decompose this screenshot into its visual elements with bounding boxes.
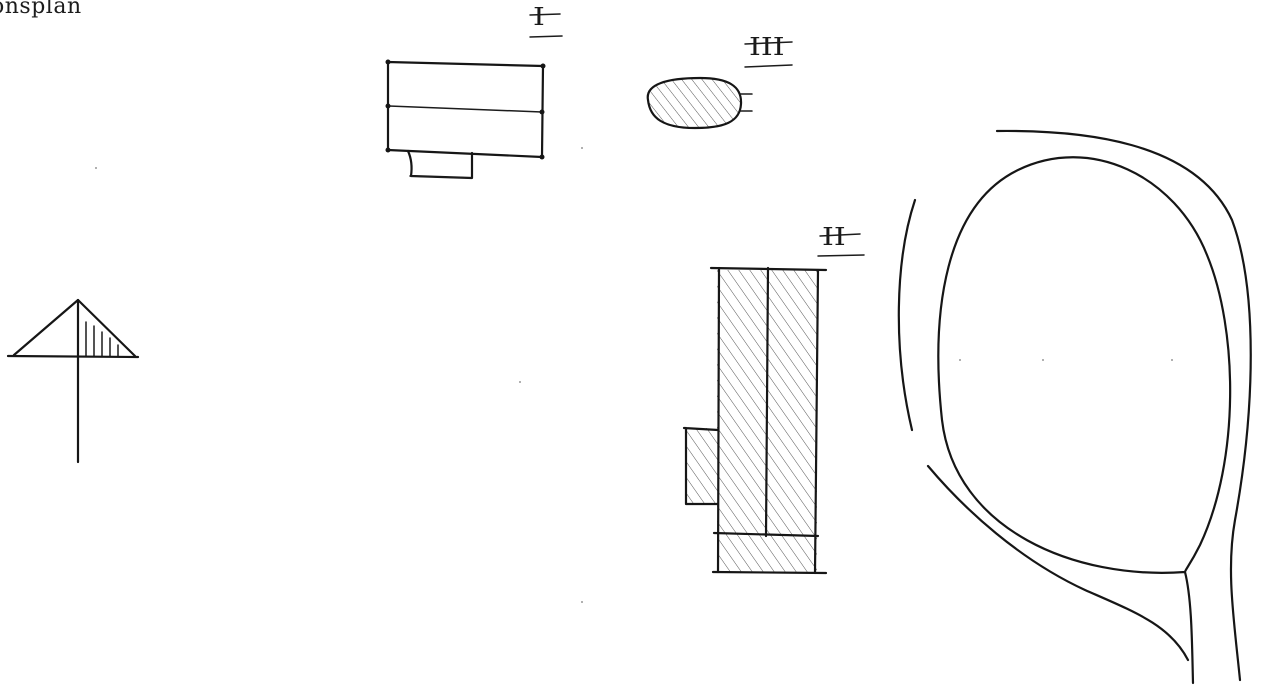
building-1 bbox=[385, 59, 546, 180]
building-2-label: II bbox=[822, 223, 846, 252]
page-title: onsplan bbox=[0, 0, 82, 19]
scan-specks bbox=[95, 147, 1173, 603]
building-3-label: III bbox=[749, 33, 785, 62]
building-3 bbox=[646, 76, 753, 130]
loop-road bbox=[897, 129, 1252, 685]
building-1-label: I bbox=[533, 3, 545, 32]
label-strokes bbox=[529, 13, 865, 257]
north-arrow bbox=[6, 298, 140, 464]
building-2 bbox=[682, 266, 828, 575]
